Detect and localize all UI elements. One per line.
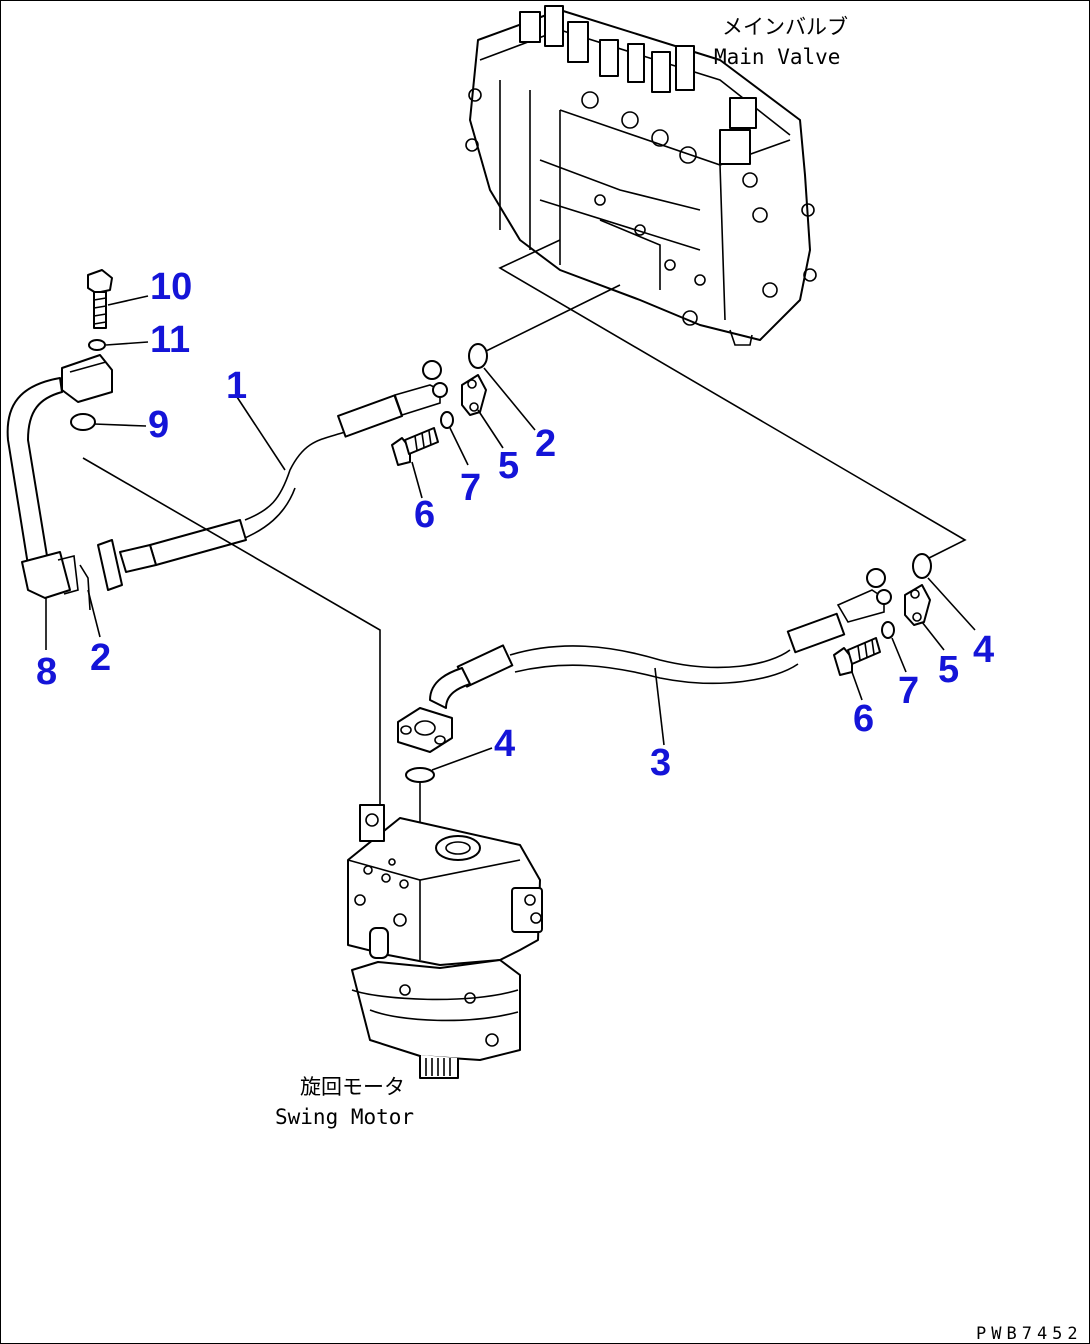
callout-7-upper: 7	[460, 467, 481, 509]
leader-9	[93, 423, 147, 427]
callout-2-upper: 2	[535, 423, 556, 465]
main-valve-illustration	[465, 5, 817, 346]
callout-2-lower: 2	[90, 637, 111, 679]
main-valve-label-jp: メインバルブ	[722, 15, 848, 39]
hose-3	[397, 568, 892, 753]
swing-motor-label-en: Swing Motor	[275, 1105, 414, 1129]
bolt-6-lower	[833, 637, 881, 676]
callout-5-lower: 5	[938, 649, 959, 691]
washer-7-upper	[440, 411, 454, 429]
callout-3: 3	[650, 742, 671, 784]
washer-7-lower	[881, 621, 895, 639]
bolt-6-upper	[391, 427, 439, 466]
swing-motor-port-leader-left	[82, 457, 381, 850]
callout-8: 8	[36, 651, 57, 693]
o-ring-9	[70, 413, 96, 431]
callout-9: 9	[148, 404, 169, 446]
bolt-10	[87, 269, 113, 329]
leader-2-upper	[483, 367, 536, 431]
callout-6-lower: 6	[853, 698, 874, 740]
hose-1	[97, 360, 448, 591]
main-valve-label-en: Main Valve	[714, 45, 840, 69]
o-ring-4-upper	[912, 553, 932, 579]
callout-1: 1	[226, 365, 247, 407]
split-flange-5-upper	[461, 374, 487, 416]
callout-7-lower: 7	[898, 670, 919, 712]
leader-7-upper	[449, 427, 469, 466]
callout-4-upper: 4	[973, 629, 994, 671]
leader-5-upper	[477, 409, 504, 449]
callout-10: 10	[150, 266, 192, 308]
washer-11	[88, 339, 106, 351]
leader-5-lower	[921, 621, 945, 651]
swing-motor-illustration	[347, 804, 543, 1079]
valve-port-leader-right	[498, 239, 967, 561]
leader-10	[107, 295, 149, 306]
drawing-code: PWB7452	[976, 1324, 1083, 1344]
o-ring-2-lower	[79, 564, 91, 611]
o-ring-2-upper	[468, 343, 488, 369]
split-flange-5-lower	[904, 584, 931, 626]
o-ring-4-lower	[405, 767, 435, 783]
valve-port-leader-left	[477, 284, 621, 356]
callout-6-upper: 6	[414, 494, 435, 536]
leader-11	[105, 341, 149, 346]
tube-8	[6, 354, 113, 599]
leader-6-lower	[851, 671, 863, 701]
callout-4-lower: 4	[494, 723, 515, 765]
leader-2-lower	[87, 589, 101, 638]
callout-11: 11	[150, 319, 190, 361]
leader-4-upper	[927, 577, 976, 631]
leader-3	[654, 667, 665, 746]
swing-motor-label-jp: 旋回モータ	[300, 1075, 405, 1099]
leader-6-upper	[411, 461, 423, 499]
callout-5-upper: 5	[498, 445, 519, 487]
leader-4-lower	[431, 747, 493, 771]
leader-1	[236, 396, 286, 471]
leader-7-lower	[891, 637, 907, 673]
